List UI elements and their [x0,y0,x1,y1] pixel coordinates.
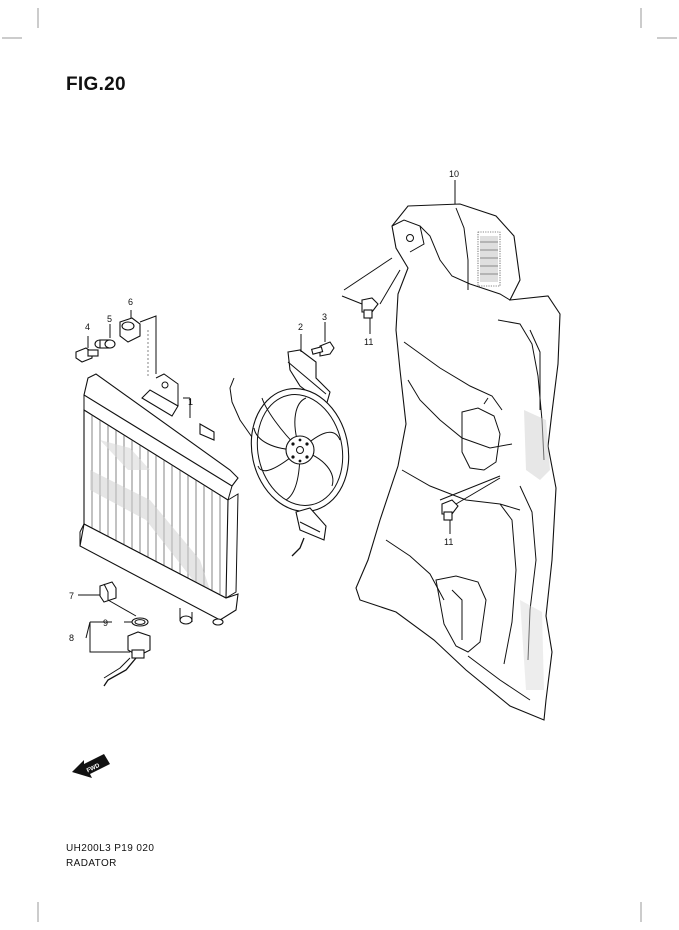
callout-9: 9 [103,618,108,628]
callout-3: 3 [322,312,327,322]
callout-2: 2 [298,322,303,332]
callout-labels: 1 2 3 4 5 6 7 8 9 10 11 11 [69,169,459,643]
part-11-bolt-lower [441,499,459,521]
figure-code: UH200L3 P19 020 [66,843,155,854]
callout-11-upper: 11 [364,337,373,347]
part-5-collar [94,339,116,349]
vent-grille [477,231,501,287]
crop-marks [2,8,677,922]
part-6-cushion [119,317,141,343]
radiator-cover [355,203,561,721]
fwd-label: FWD [86,763,102,775]
part-8-thermo-switch [103,631,151,687]
callout-6: 6 [128,297,133,307]
fwd-arrow-icon: FWD [72,754,110,778]
callout-11-lower: 11 [444,537,453,547]
cooling-fan [229,349,350,557]
callout-10: 10 [449,169,459,179]
part-7-cap [99,581,117,603]
part-11-bolt-upper [361,297,379,319]
radiator [79,373,239,626]
callout-5: 5 [107,314,112,324]
figure-name: RADATOR [66,858,117,869]
callout-7: 7 [69,591,74,601]
figure-title: FIG.20 [66,74,126,95]
part-4-bolt [75,347,99,363]
callout-4: 4 [85,322,90,332]
callout-1: 1 [188,397,193,407]
part-3-bolt [310,341,335,357]
part-9-o-ring [131,617,149,627]
callout-8: 8 [69,633,74,643]
